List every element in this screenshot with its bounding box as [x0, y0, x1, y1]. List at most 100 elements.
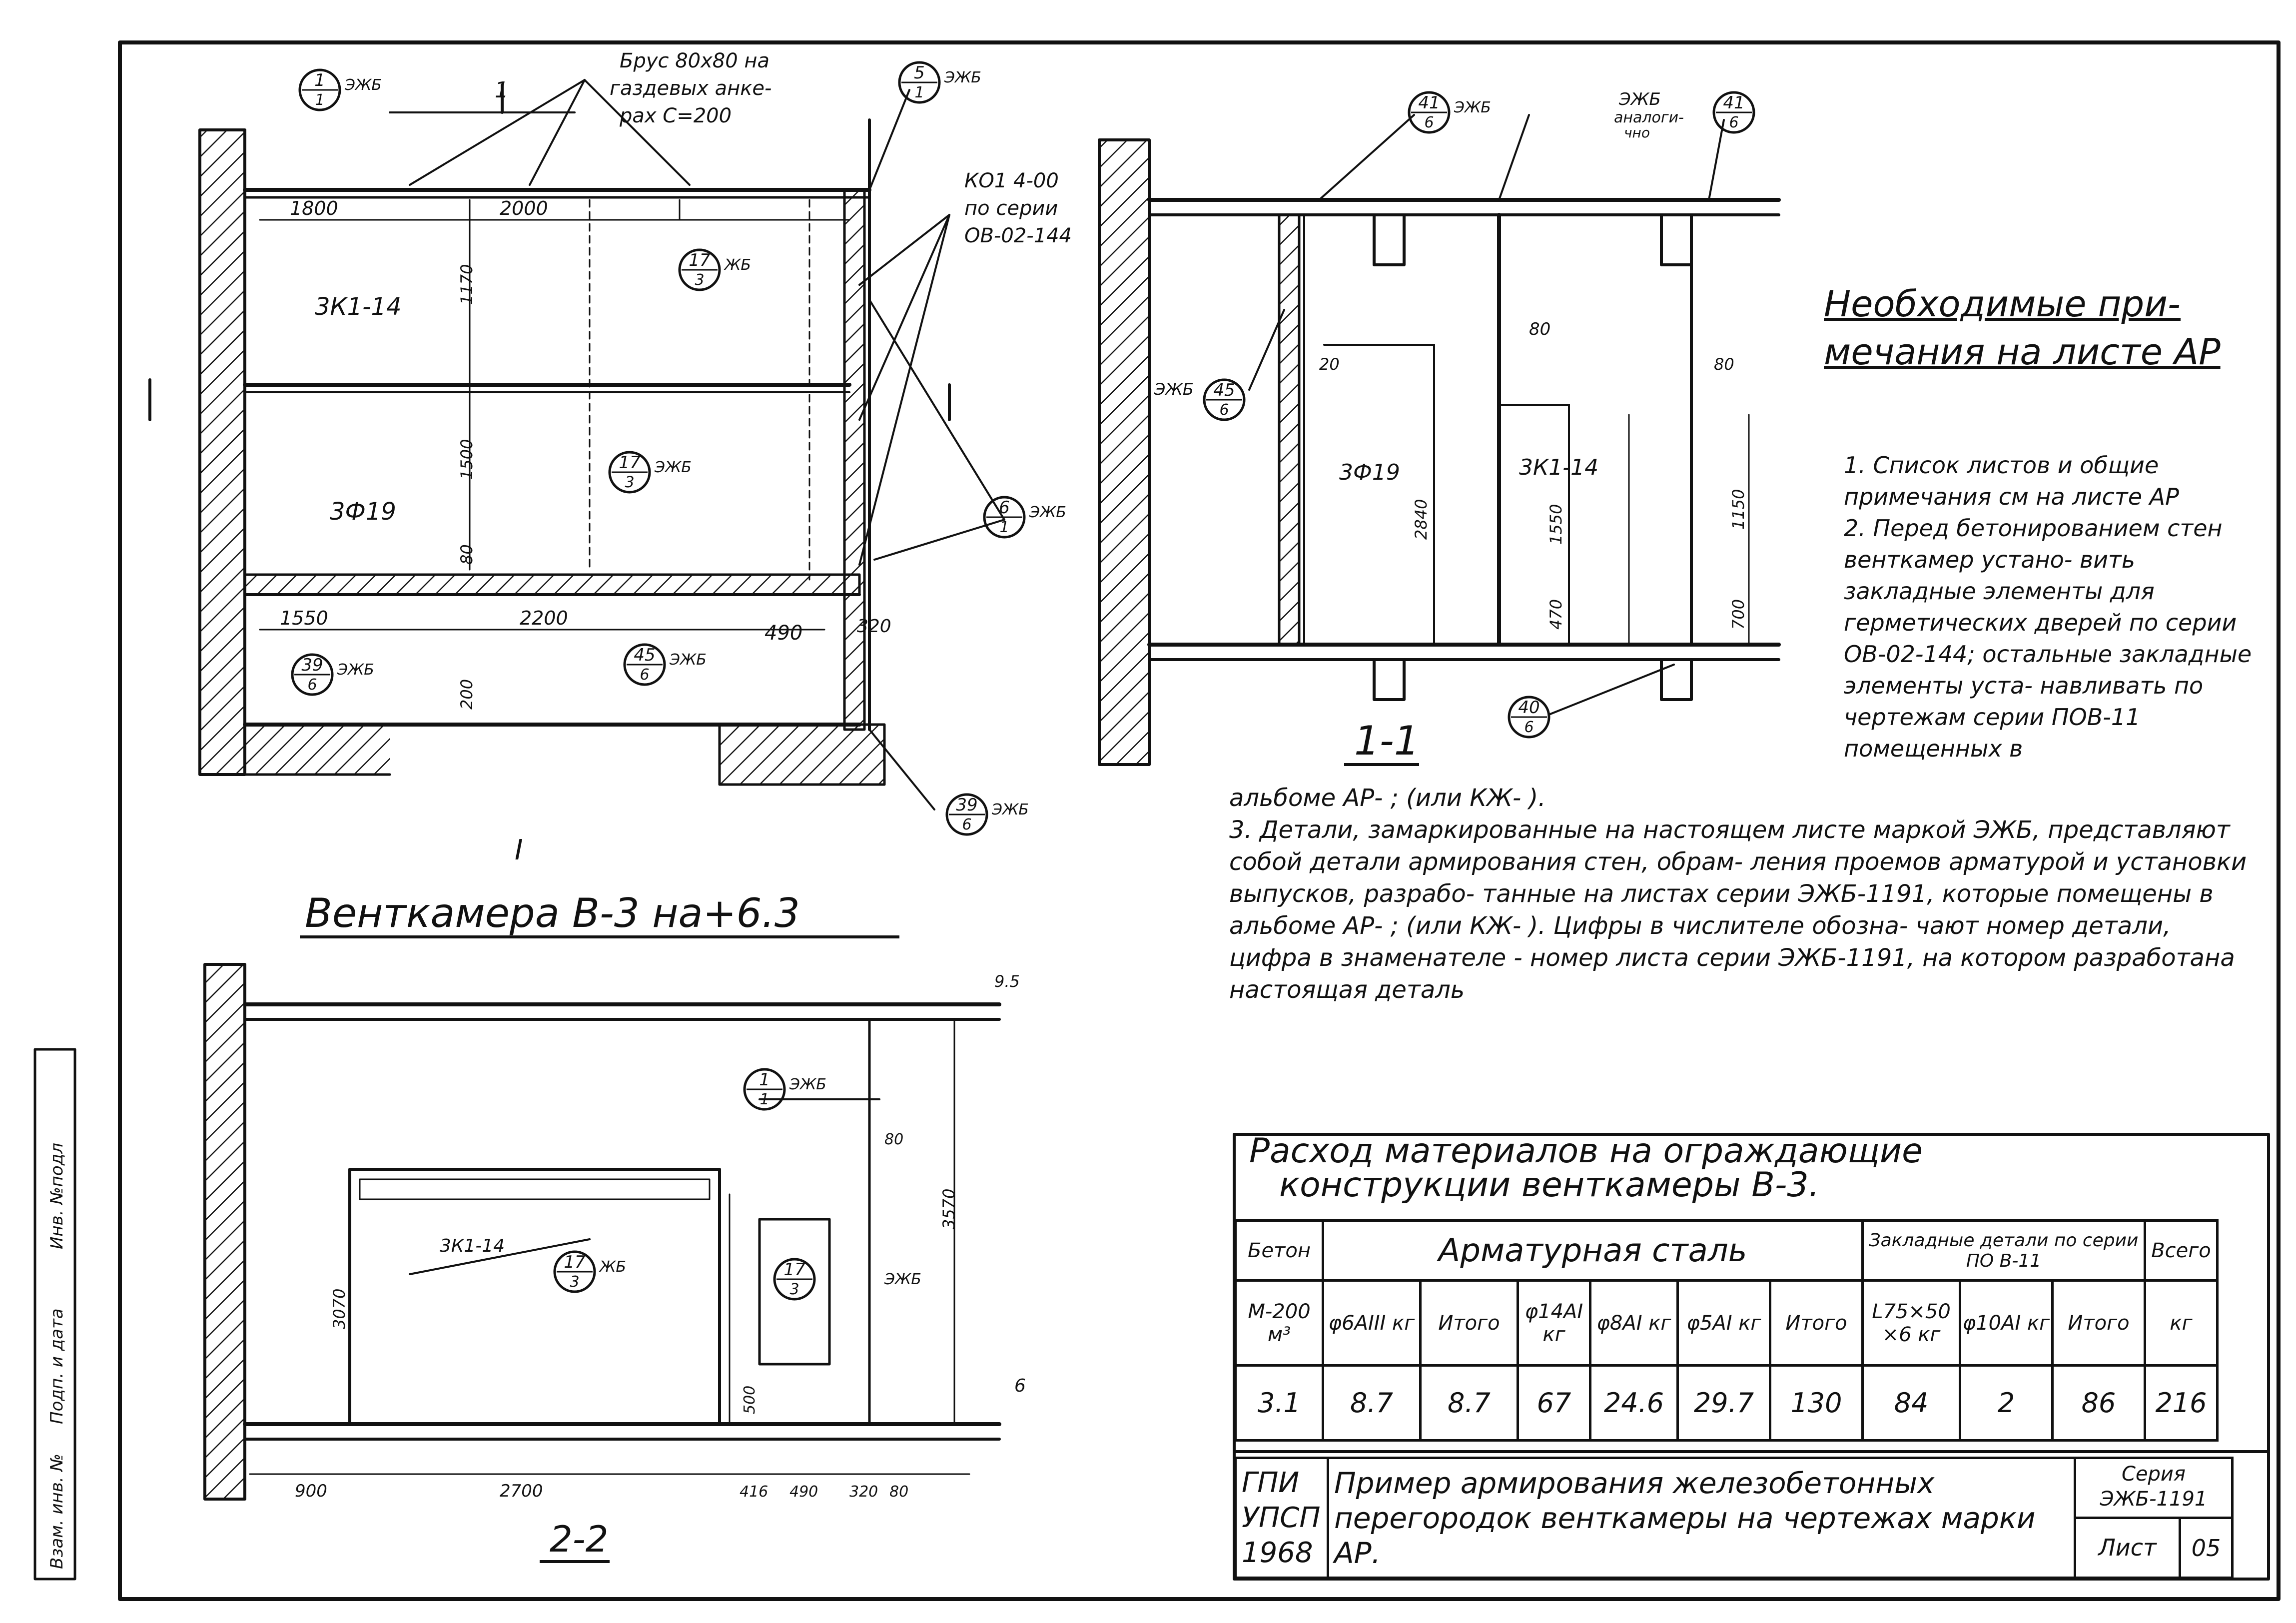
svg-text:40: 40 [1518, 698, 1539, 718]
ko-label-2: по серии [964, 197, 1058, 220]
svg-text:1: 1 [760, 1091, 769, 1108]
callout-plan-17-top: 17 3 ЖБ [678, 248, 751, 291]
svg-text:6: 6 [999, 498, 1010, 518]
val-l75x50: 84 [1861, 1364, 1961, 1442]
callout-plan-5: 5 1 ЭЖБ [898, 61, 981, 104]
door-opening [348, 1168, 721, 1426]
analog-label-1: ЭЖБ [1618, 89, 1661, 109]
section-1-caption: 1-1 [1354, 718, 1420, 764]
sub-f14a1: φ14АI кг [1517, 1279, 1591, 1367]
s1-label-3f19: 3Ф19 [1339, 460, 1400, 485]
s2-elev-6: 6 [1014, 1376, 1026, 1396]
svg-text:41: 41 [1418, 93, 1440, 113]
notes-title: Необходимые при- мечания на листе АР [1824, 280, 2274, 376]
callout-s1-41-a: 41 6 ЭЖБ [1408, 91, 1491, 134]
stamp-org: ГПИ УПСП 1968 [1234, 1457, 1329, 1579]
header-armatura: Арматурная сталь [1322, 1219, 1864, 1282]
plan-view [148, 79, 1005, 811]
s2-dim-2700: 2700 [500, 1481, 543, 1501]
dim-1170: 1170 [457, 264, 476, 305]
callout-s2-17-vent: 17 3 [773, 1258, 816, 1301]
plan-label-3k1-14: 3К1-14 [315, 293, 402, 321]
val-beton: 3.1 [1234, 1364, 1324, 1442]
dim-1800: 1800 [290, 197, 338, 219]
svg-text:3: 3 [789, 1281, 799, 1298]
section1-partition-left [1278, 213, 1301, 646]
stamp-sheet-value: 05 [2191, 1534, 2221, 1562]
svg-text:6: 6 [640, 666, 649, 684]
sub-f5a1: φ5АI кг [1676, 1279, 1771, 1367]
header-zakladnye: Закладные детали по серии ПО В-11 [1861, 1219, 2146, 1282]
svg-text:39: 39 [956, 795, 977, 815]
stamp-org-2: УПСП [1242, 1501, 1321, 1534]
table-title-line-2: конструкции венткамеры В-3. [1279, 1165, 1820, 1205]
callout-s1-45: 45 6 [1203, 378, 1246, 421]
section2-left-wall [203, 963, 246, 1501]
note-2-continuation: альбоме АР- ; (или КЖ- ). [1229, 784, 1546, 812]
svg-text:17: 17 [783, 1260, 805, 1280]
s1-label-3k1-14: 3К1-14 [1519, 455, 1598, 480]
stamp-series-value: ЭЖБ-1191 [2100, 1488, 2208, 1511]
materials-table: Бетон Арматурная сталь Закладные детали … [1234, 1219, 2219, 1442]
notes-title-line-1: Необходимые при- [1824, 283, 2181, 325]
svg-text:ЭЖБ: ЭЖБ [344, 76, 382, 94]
sub-f10a1: φ10АI кг [1959, 1279, 2054, 1367]
val-itogo-3: 86 [2051, 1364, 2146, 1442]
sub-f6a3: φ6АIII кг [1322, 1279, 1422, 1367]
svg-text:1: 1 [315, 91, 324, 109]
section1-left-wall [1098, 138, 1151, 766]
svg-text:ЖБ: ЖБ [599, 1258, 626, 1276]
plan-lintel [243, 573, 861, 596]
val-itogo-2: 130 [1769, 1364, 1864, 1442]
val-itogo-1: 8.7 [1419, 1364, 1519, 1442]
svg-text:3: 3 [695, 271, 704, 289]
section-2-2 [203, 963, 1001, 1501]
s2-dim-490: 490 [789, 1483, 818, 1501]
callout-plan-6: 6 1 ЭЖБ [983, 496, 1066, 539]
table-title-line-1: Расход материалов на ограждающие [1249, 1131, 1923, 1171]
s1-dim-1550: 1550 [1546, 504, 1565, 545]
section-1-1 [1098, 114, 1781, 766]
sub-itogo-2: Итого [1769, 1279, 1864, 1367]
s2-dim-3570: 3570 [939, 1189, 958, 1229]
plan-label-3f19: 3Ф19 [330, 498, 396, 526]
svg-text:17: 17 [619, 453, 641, 473]
sub-l75x50: L75×50 ×6 кг [1861, 1279, 1961, 1367]
svg-text:41: 41 [1723, 93, 1744, 113]
stamp-sheet-label: Лист [2076, 1519, 2181, 1577]
svg-text:6: 6 [307, 676, 317, 694]
dim-80: 80 [457, 544, 476, 565]
svg-text:ЖБ: ЖБ [724, 256, 751, 274]
svg-text:1: 1 [999, 519, 1009, 536]
header-beton: Бетон [1234, 1219, 1324, 1282]
s1-dim-20: 20 [1319, 355, 1340, 374]
sub-itogo-1: Итого [1419, 1279, 1519, 1367]
s2-dim-80-top: 80 [884, 1131, 903, 1148]
s1-label-ejb: ЭЖБ [1154, 380, 1194, 399]
dim-200: 200 [457, 679, 476, 710]
brus-label-2: газдевых анке- [610, 77, 771, 100]
callout-s2-17-door: 17 3 ЖБ [553, 1250, 626, 1293]
dim-1550: 1550 [280, 607, 328, 629]
val-f8a1: 24.6 [1589, 1364, 1679, 1442]
s1-dim-1150: 1150 [1729, 489, 1748, 530]
svg-text:1: 1 [314, 70, 325, 90]
sub-kg: кг [2144, 1279, 2219, 1367]
s2-label-ejb: ЭЖБ [884, 1271, 921, 1288]
val-f14a1: 67 [1517, 1364, 1591, 1442]
svg-text:39: 39 [301, 655, 323, 675]
s2-label-3k1-14: 3К1-14 [440, 1236, 505, 1256]
notes-list: 1. Список листов и общие примечания см н… [1844, 450, 2269, 765]
sheet-frame [118, 40, 2281, 1601]
svg-text:6: 6 [1424, 114, 1434, 131]
svg-text:ЭЖБ: ЭЖБ [1454, 99, 1491, 116]
svg-text:ЭЖБ: ЭЖБ [789, 1076, 826, 1093]
ko-label-1: КО1 4-00 [964, 169, 1059, 192]
plan-right-partition [843, 188, 866, 731]
callout-plan-1: 1 1 ЭЖБ [298, 68, 382, 111]
header-vsego: Всего [2144, 1219, 2219, 1282]
dim-1500: 1500 [457, 439, 476, 480]
notes-wide: альбоме АР- ; (или КЖ- ). 3. Детали, зам… [1229, 782, 2259, 1006]
plan-left-wall [198, 128, 246, 776]
svg-text:6: 6 [1729, 114, 1738, 131]
